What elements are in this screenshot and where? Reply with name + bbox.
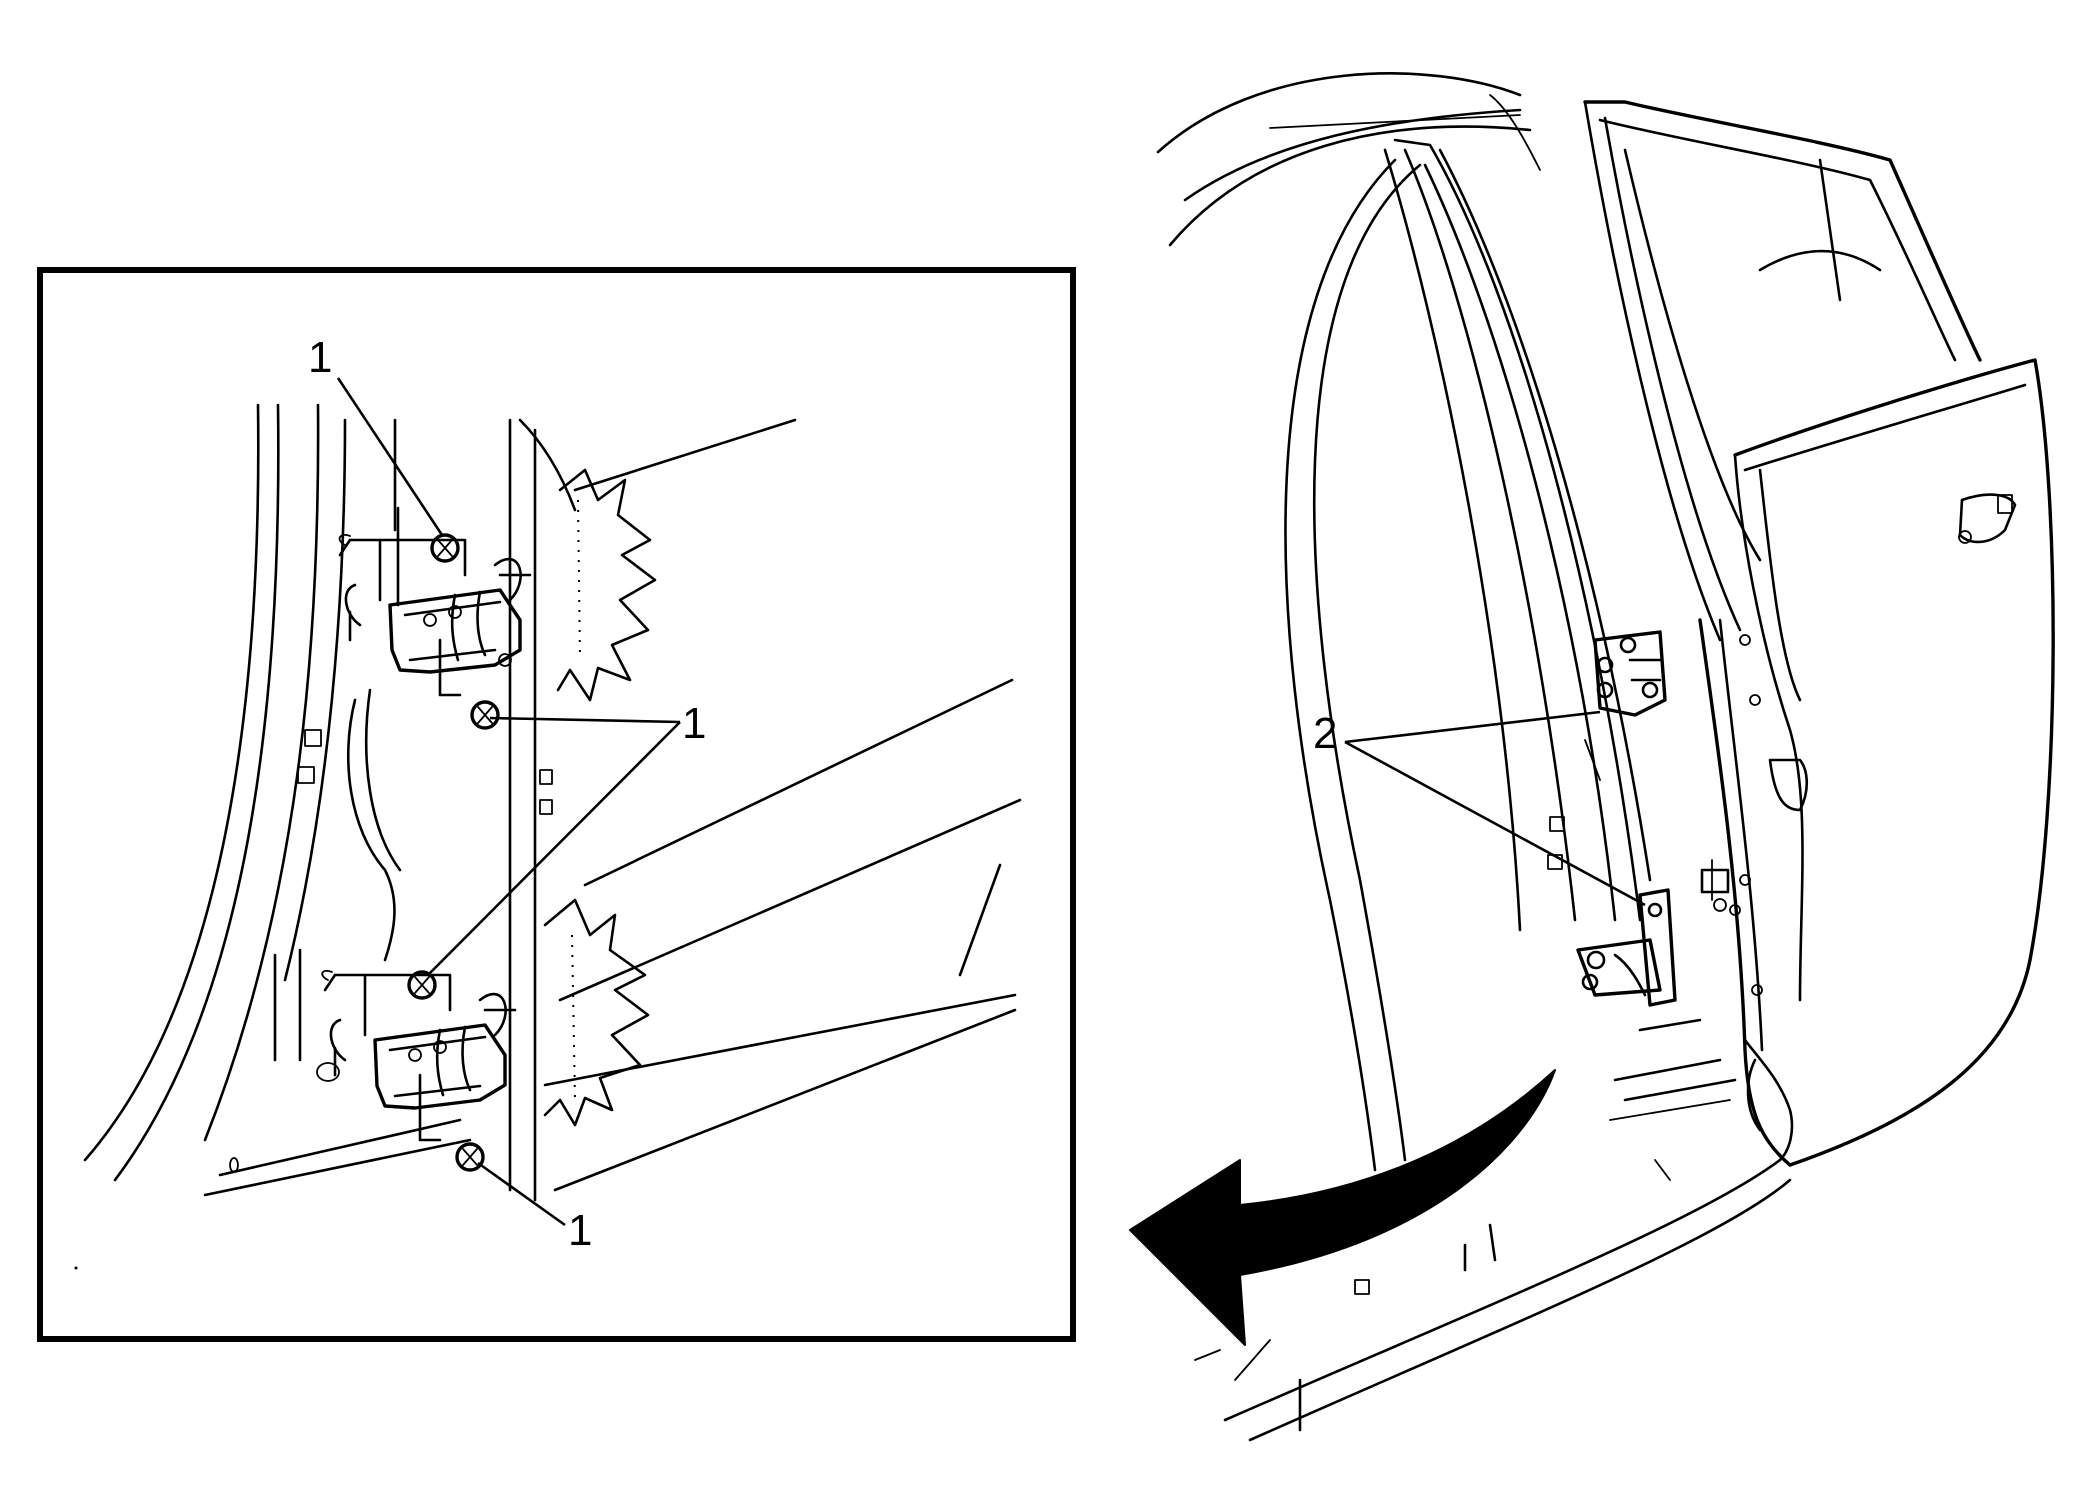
main-leader-lines: [1344, 710, 1646, 907]
lower-hinge-assembly: [321, 898, 650, 1172]
callout-label-1-top: 1: [308, 333, 332, 382]
vehicle-body-opening: [1156, 72, 1792, 1442]
inset-leader-lines: [336, 377, 681, 1227]
bolt-lower-b: [455, 1142, 485, 1172]
callout-label-1-middle: 1: [682, 699, 706, 748]
lower-door-hinge: [1576, 888, 1677, 1007]
door-swing-arrow: [1129, 1069, 1556, 1346]
inset-body-pillar: [83, 403, 1022, 1202]
inset-detail-view: 1 1 1: [37, 267, 1076, 1342]
upper-door-hinge: [1593, 630, 1667, 717]
bolt-upper-a: [430, 533, 460, 563]
callout-label-2: 2: [1313, 709, 1337, 758]
main-door-view: 2: [1129, 72, 2055, 1442]
bolt-lower-a: [407, 970, 437, 1000]
stray-dot: [74, 1266, 78, 1270]
bolt-upper-b: [470, 700, 500, 730]
inset-frame: [37, 267, 1076, 1342]
callout-label-1-bottom: 1: [568, 1206, 592, 1255]
rear-door: [1583, 100, 2055, 1167]
upper-hinge-assembly: [338, 468, 657, 730]
